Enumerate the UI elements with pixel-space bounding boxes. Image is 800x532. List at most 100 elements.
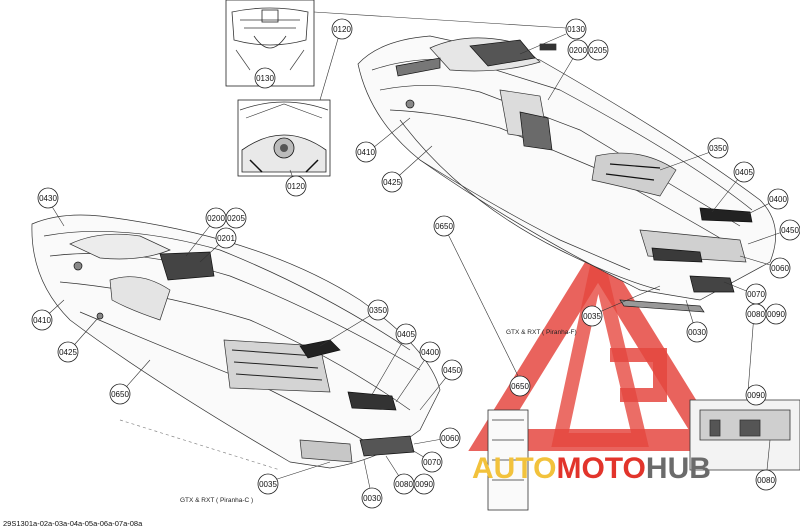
callout-circle — [285, 175, 307, 197]
caption-piranha-f: GTX & RXT ( Piranha-F) — [506, 329, 577, 336]
callout-c0205b: 0205 — [225, 207, 247, 229]
callout-number: 0450 — [443, 366, 461, 375]
detail-view-console — [225, 0, 315, 87]
callout-c0405b: 0405 — [395, 323, 417, 345]
callout-c0090b: 0090 — [745, 384, 767, 406]
callout-circle — [779, 219, 800, 241]
callout-number: 0405 — [397, 330, 415, 339]
callout-circle — [707, 137, 729, 159]
callout-c0350b: 0350 — [367, 299, 389, 321]
watermark-part-auto: AUTO — [472, 452, 557, 485]
callout-circle — [395, 323, 417, 345]
watermark-logo-icon — [468, 241, 728, 451]
callout-c0650c: 0650 — [109, 383, 131, 405]
callout-c0030a: 0030 — [686, 321, 708, 343]
callout-circle — [441, 359, 463, 381]
watercraft-piranha-f — [357, 35, 776, 313]
callout-number: 0090 — [767, 310, 785, 319]
callout-number: 0410 — [33, 316, 51, 325]
callout-number: 0080 — [395, 480, 413, 489]
detail-view-rear — [487, 399, 800, 511]
callout-c0035b: 0035 — [257, 473, 279, 495]
callout-number: 0035 — [583, 312, 601, 321]
callout-circle — [215, 227, 237, 249]
watermark-part-hub: HUB — [645, 452, 711, 485]
callout-number: 0430 — [39, 194, 57, 203]
callout-circle — [433, 215, 455, 237]
callout-c0410b: 0410 — [31, 309, 53, 331]
callout-number: 0400 — [769, 195, 787, 204]
callout-number: 0425 — [383, 178, 401, 187]
callout-c0650a: 0650 — [433, 215, 455, 237]
callout-circle — [765, 303, 787, 325]
callout-c0450b: 0450 — [441, 359, 463, 381]
callout-circle — [581, 305, 603, 327]
callout-number: 0070 — [747, 290, 765, 299]
callout-circle — [565, 18, 587, 40]
callout-number: 0030 — [363, 494, 381, 503]
caption-piranha-c: GTX & RXT ( Piranha-C ) — [180, 497, 254, 504]
watermark-brand-text: AUTOMOTOHUB — [472, 452, 711, 486]
watermark-part-moto: MOTO — [556, 452, 646, 485]
callout-number: 0425 — [59, 348, 77, 357]
callout-c0200a: 0200 — [567, 39, 589, 61]
callout-number: 0201 — [217, 234, 235, 243]
callout-number: 0090 — [747, 391, 765, 400]
callout-circle — [355, 141, 377, 163]
callout-number: 0205 — [589, 46, 607, 55]
callout-circle — [367, 299, 389, 321]
callout-number: 0405 — [735, 168, 753, 177]
callout-circle — [439, 427, 461, 449]
callout-circle — [331, 18, 353, 40]
callout-number: 0650 — [435, 222, 453, 231]
callout-c0060a: 0060 — [769, 257, 791, 279]
callout-number: 0120 — [287, 182, 305, 191]
callout-circle — [254, 67, 276, 89]
callout-c0410a: 0410 — [355, 141, 377, 163]
callout-number: 0120 — [333, 25, 351, 34]
callout-c0130b: 0130 — [254, 67, 276, 89]
callout-circle — [57, 341, 79, 363]
callout-circle — [419, 341, 441, 363]
callout-c0090a: 0090 — [765, 303, 787, 325]
watercraft-piranha-c — [31, 214, 441, 471]
callout-circle — [686, 321, 708, 343]
callout-number: 0060 — [441, 434, 459, 443]
callout-number: 0030 — [688, 328, 706, 337]
callout-c0430: 0430 — [37, 187, 59, 209]
detail-view-hood — [237, 99, 331, 177]
callout-c0205a: 0205 — [587, 39, 609, 61]
callout-number: 0080 — [747, 310, 765, 319]
callout-number: 0410 — [357, 148, 375, 157]
callout-number: 0650 — [511, 382, 529, 391]
callout-number: 0450 — [781, 226, 799, 235]
callout-number: 0130 — [567, 25, 585, 34]
callout-circle — [421, 451, 443, 473]
callout-number: 0350 — [709, 144, 727, 153]
callout-c0030b: 0030 — [361, 487, 383, 509]
callout-c0405a: 0405 — [733, 161, 755, 183]
callout-circle — [225, 207, 247, 229]
callout-c0130a: 0130 — [565, 18, 587, 40]
callout-circle — [37, 187, 59, 209]
callout-c0400b: 0400 — [419, 341, 441, 363]
callout-circle — [381, 171, 403, 193]
callout-number: 0090 — [415, 480, 433, 489]
callout-c0200b: 0200 — [205, 207, 227, 229]
callout-circle — [109, 383, 131, 405]
callout-c0350a: 0350 — [707, 137, 729, 159]
callout-number: 0060 — [771, 264, 789, 273]
callout-circle — [733, 161, 755, 183]
callout-c0425a: 0425 — [381, 171, 403, 193]
callout-circle — [745, 384, 767, 406]
callout-c0060b: 0060 — [439, 427, 461, 449]
callout-c0120a: 0120 — [331, 18, 353, 40]
callout-c0450a: 0450 — [779, 219, 800, 241]
callout-circle — [509, 375, 531, 397]
callout-c0120b: 0120 — [285, 175, 307, 197]
callout-c0080a: 0080 — [745, 303, 767, 325]
callout-circle — [361, 487, 383, 509]
callout-circle — [413, 473, 435, 495]
